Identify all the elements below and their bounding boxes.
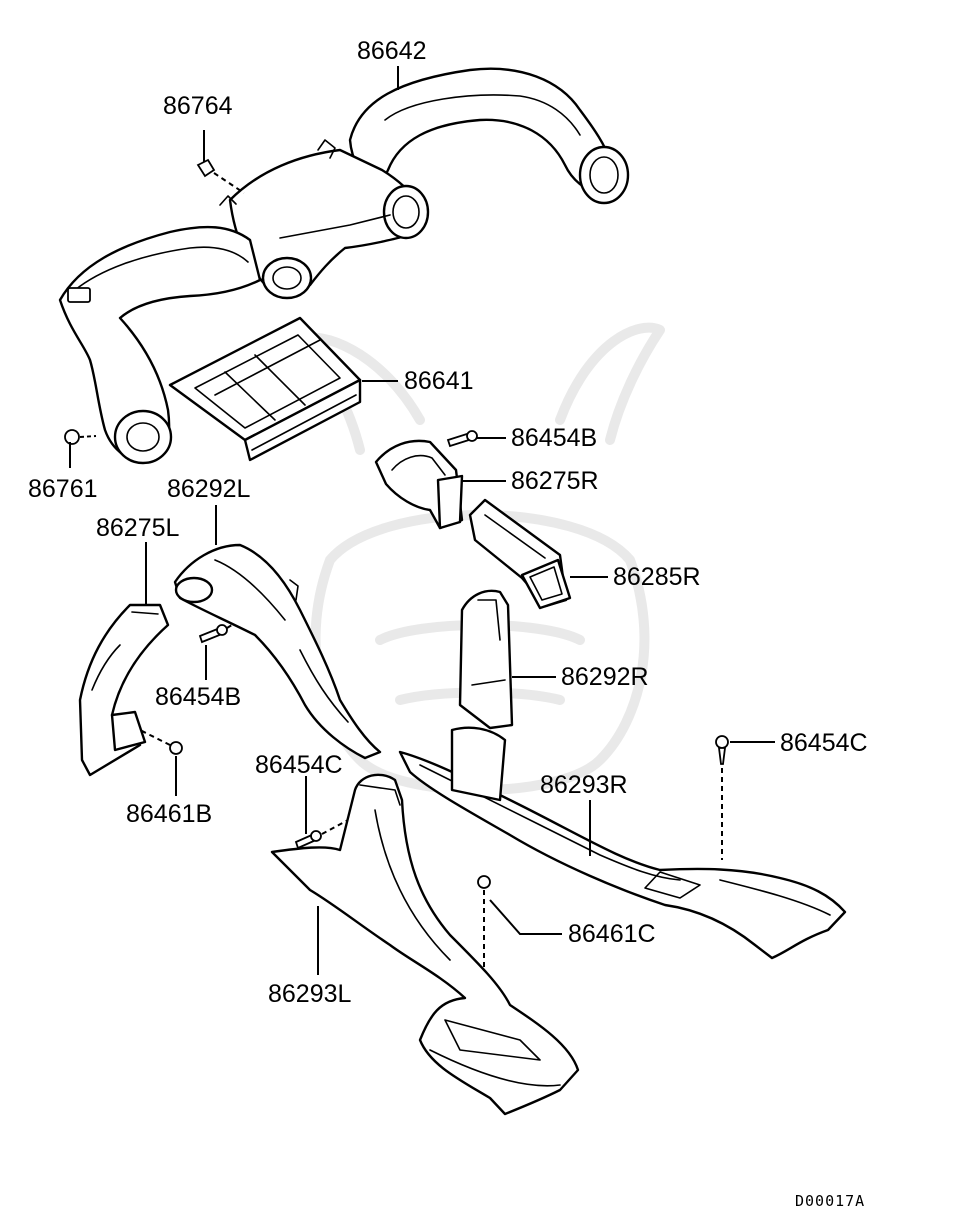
label-86275L: 86275L — [96, 514, 180, 542]
label-86454B-top: 86454B — [511, 424, 598, 452]
label-86641: 86641 — [404, 367, 474, 395]
duct-86642 — [219, 67, 630, 300]
duct-86285R — [468, 498, 572, 610]
duct-86292R — [458, 589, 514, 730]
screw-86461B — [139, 729, 183, 755]
drawing-code: D00017A — [795, 1192, 866, 1210]
screw-86454C-right — [715, 735, 729, 860]
clip-86761 — [64, 429, 97, 445]
box-86641 — [168, 316, 362, 462]
duct-86293R — [398, 726, 847, 960]
label-86293L: 86293L — [268, 980, 352, 1008]
duct-86275R — [374, 439, 464, 530]
duct-86292L — [173, 543, 382, 760]
label-86454C-right: 86454C — [780, 729, 868, 757]
leader-lines — [69, 66, 775, 975]
duct-86275L — [78, 603, 170, 777]
label-86285R: 86285R — [613, 563, 701, 591]
clip-86764 — [196, 158, 245, 194]
label-86293R: 86293R — [540, 771, 628, 799]
label-86292R: 86292R — [561, 663, 649, 691]
label-86454C-center: 86454C — [255, 751, 343, 779]
label-86454B-left: 86454B — [155, 683, 242, 711]
label-86461C: 86461C — [568, 920, 656, 948]
label-86642: 86642 — [357, 37, 427, 65]
label-86761: 86761 — [28, 475, 98, 503]
label-86764: 86764 — [163, 92, 233, 120]
screw-86454C-center — [294, 819, 349, 850]
screw-86454B-top — [446, 430, 478, 448]
duct-86642-driver-branch — [58, 225, 262, 465]
label-86461B: 86461B — [126, 800, 213, 828]
label-86292L: 86292L — [167, 475, 251, 503]
label-86275R: 86275R — [511, 467, 599, 495]
duct-86293L — [270, 773, 580, 1116]
